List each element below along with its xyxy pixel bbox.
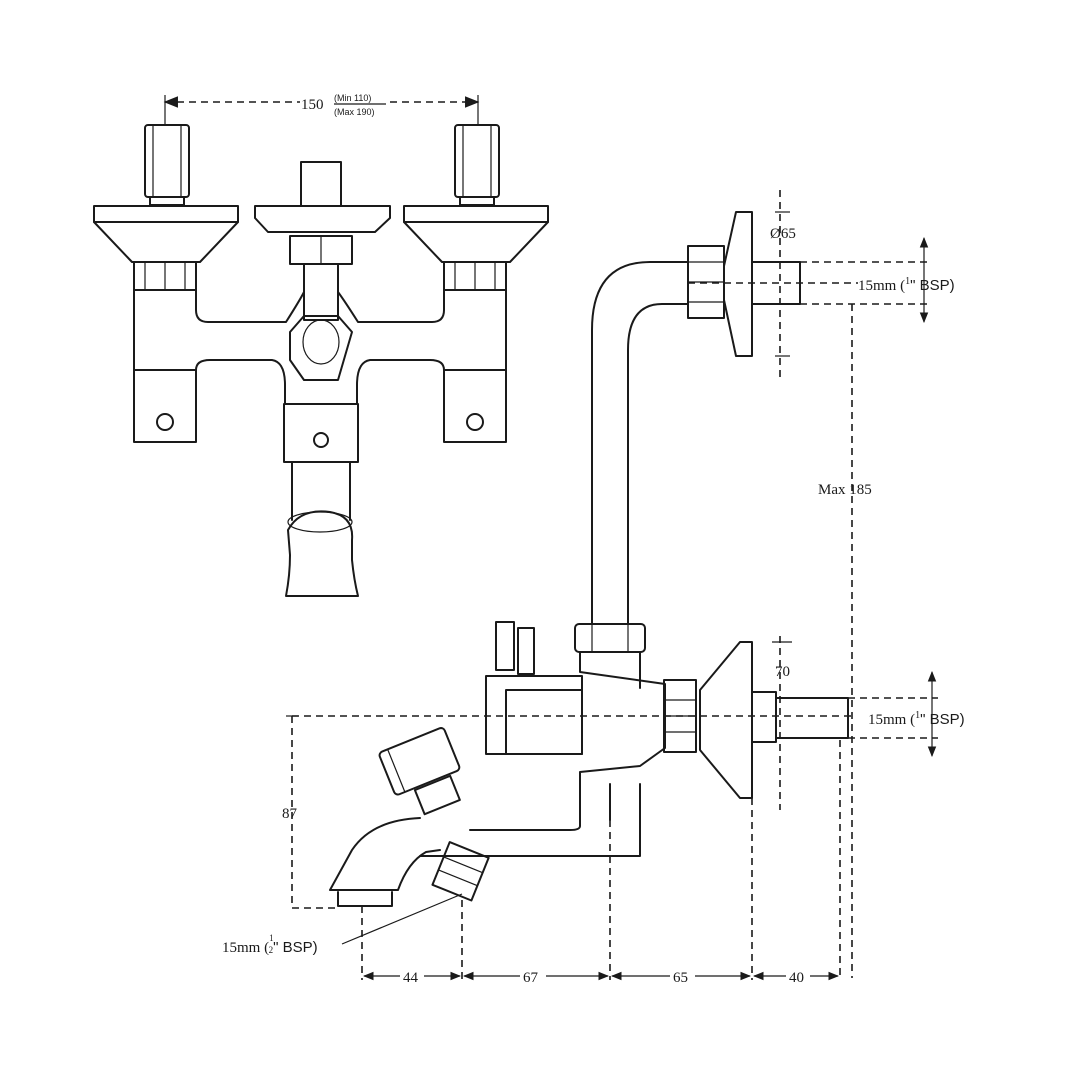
inlet-top-suffix: " BSP) bbox=[910, 277, 955, 294]
outlet-denominator: 2 bbox=[269, 945, 274, 955]
svg-text:15mm (1" BSP): 15mm (1" BSP) bbox=[858, 276, 955, 294]
inlet-bottom-prefix: 15mm ( bbox=[868, 712, 915, 728]
inlet-top-fraction: 1 bbox=[905, 276, 910, 287]
dim-44-label: 44 bbox=[403, 970, 419, 986]
left-handle bbox=[93, 124, 239, 291]
flange-height-label: 70 bbox=[775, 664, 790, 680]
right-handle bbox=[403, 124, 549, 291]
center-diverter bbox=[254, 161, 391, 381]
spacing-max-label: (Max 190) bbox=[334, 107, 375, 117]
spout-height-label: 87 bbox=[282, 806, 298, 822]
svg-text:15mm (1" BSP): 15mm (1" BSP) bbox=[868, 710, 965, 728]
front-view: 150 (Min 110) (Max 190) bbox=[93, 93, 549, 597]
dim-67-label: 67 bbox=[523, 970, 539, 986]
flange-diameter-label: Ø65 bbox=[770, 226, 796, 242]
dim-65-label: 65 bbox=[673, 970, 688, 986]
inlet-bottom-suffix: " BSP) bbox=[920, 711, 965, 728]
spacing-min-label: (Min 110) bbox=[334, 93, 371, 103]
inlet-bottom-fraction: 1 bbox=[915, 710, 920, 721]
side-view: Ø65 15mm (1" BSP) Max 185 70 15mm (1" BS… bbox=[222, 190, 965, 986]
outlet-fraction: 1 bbox=[269, 933, 274, 943]
outlet-suffix: " BSP) bbox=[273, 939, 318, 956]
max-height-label: Max 185 bbox=[818, 482, 872, 498]
inlet-top-prefix: 15mm ( bbox=[858, 278, 905, 294]
spacing-dimension-label: 150 bbox=[301, 97, 324, 113]
svg-text:15mm (12" BSP): 15mm (1 2" BSP) bbox=[222, 933, 318, 956]
outlet-prefix: 15mm ( bbox=[222, 940, 269, 956]
dim-40-label: 40 bbox=[789, 970, 804, 986]
